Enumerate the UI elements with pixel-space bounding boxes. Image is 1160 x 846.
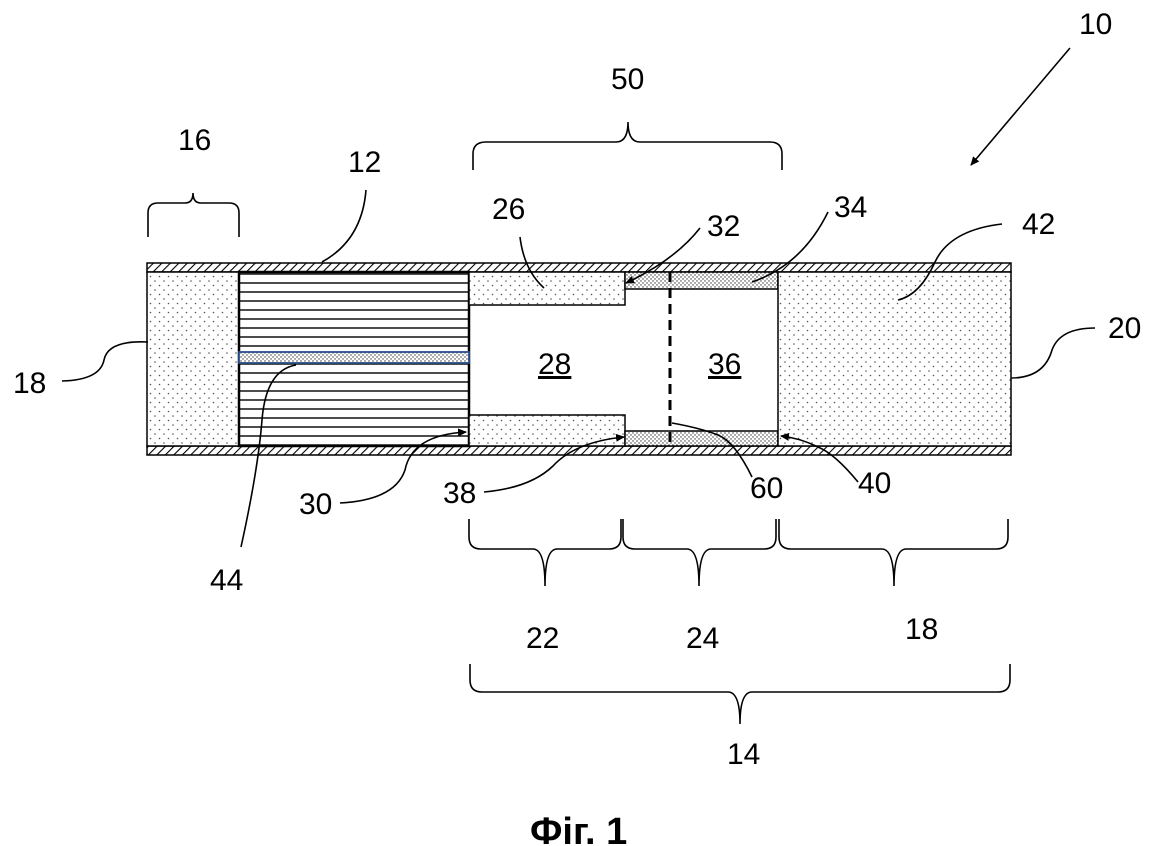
bracket-16 (147, 192, 240, 237)
label-10: 10 (1079, 8, 1112, 41)
bracket-50 (472, 121, 783, 170)
label-42: 42 (1022, 208, 1055, 241)
label-22: 22 (526, 622, 559, 655)
label-36: 36 (708, 348, 741, 381)
label-24: 24 (686, 622, 719, 655)
leader-40 (780, 432, 859, 483)
leader-10 (970, 47, 1071, 166)
label-18-left: 18 (13, 367, 46, 400)
mouthpiece-filter (777, 271, 1012, 447)
leader-12 (321, 189, 367, 263)
leader-34 (751, 211, 829, 283)
leader-26 (519, 236, 545, 289)
thin-wall-bottom (624, 430, 779, 447)
label-12: 12 (348, 146, 381, 179)
leader-60 (671, 422, 753, 478)
leader-30 (339, 428, 467, 504)
tube-wall-top-26 (468, 271, 626, 306)
label-50: 50 (611, 63, 644, 96)
label-34: 34 (834, 191, 867, 224)
label-16: 16 (178, 124, 211, 157)
bracket-22 (468, 519, 622, 587)
label-28: 28 (538, 348, 571, 381)
left-filter-plug (146, 271, 240, 447)
wrapper-top (146, 262, 1012, 273)
susceptor-strip (238, 351, 470, 364)
leader-44 (240, 364, 297, 548)
label-18-right: 18 (905, 613, 938, 646)
label-38: 38 (443, 477, 476, 510)
label-30: 30 (299, 488, 332, 521)
leader-18-left (61, 341, 149, 382)
label-44: 44 (210, 564, 243, 597)
leader-38 (483, 433, 625, 493)
bracket-14 (469, 664, 1011, 725)
label-40: 40 (858, 467, 891, 500)
bracket-18-right (778, 519, 1009, 587)
label-60: 60 (750, 472, 783, 505)
label-14: 14 (727, 738, 760, 771)
figure-caption: Фіг. 1 (530, 811, 627, 846)
leader-42 (897, 223, 1003, 301)
label-26: 26 (492, 193, 525, 226)
label-20: 20 (1108, 312, 1141, 345)
label-32: 32 (707, 210, 740, 243)
leader-20 (1010, 327, 1096, 379)
bracket-24 (622, 519, 777, 587)
leader-32 (625, 227, 701, 284)
